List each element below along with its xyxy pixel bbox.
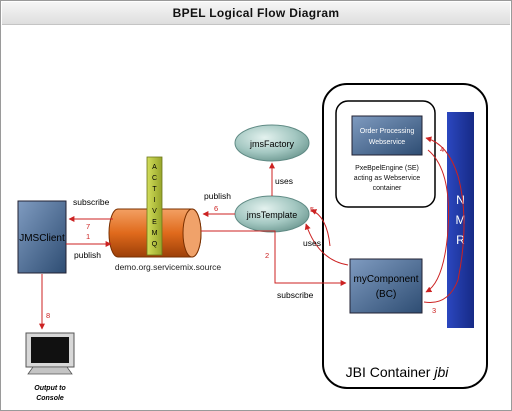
nmr-loop-arrow: [423, 136, 465, 304]
jms-factory-label: jmsFactory: [249, 139, 295, 149]
jms-template-label: jmsTemplate: [246, 210, 298, 220]
jms-client-label: JMSClient: [19, 233, 65, 244]
jms-factory-node: [234, 124, 310, 162]
output-label: Output to: [34, 385, 66, 392]
activemq-bar: [146, 156, 163, 256]
edge-label-subscribe-bottom: subscribe: [277, 290, 314, 300]
edge-label-uses-top: uses: [275, 176, 293, 186]
edge-label-uses-bottom: uses: [303, 238, 321, 248]
uses-arrow-bottom: [304, 223, 349, 266]
step-number: 7: [86, 222, 90, 231]
queue-label: demo.org.servicemix.source: [115, 262, 222, 272]
step-number: 4: [440, 145, 444, 154]
activemq-letter: M: [152, 230, 158, 237]
edge-label-publish: publish: [74, 250, 101, 260]
nmr-return-arrow: [425, 149, 450, 293]
activemq-letter: I: [154, 197, 156, 204]
order-processing-box: [351, 115, 423, 156]
pxe-caption: container: [373, 185, 402, 192]
activemq-letter: V: [152, 208, 157, 215]
step-number: 1: [86, 232, 90, 241]
activemq-letter: E: [152, 219, 157, 226]
activemq-letter: T: [152, 186, 157, 193]
step5-arrow: [310, 209, 331, 247]
diagram-title: BPEL Logical Flow Diagram: [2, 2, 510, 25]
order-processing-label: Webservice: [369, 139, 406, 146]
output-label: Console: [36, 395, 64, 402]
edge-label-subscribe: subscribe: [73, 197, 110, 207]
nmr-letter: N: [456, 193, 465, 207]
activemq-letter: C: [152, 175, 157, 182]
step-number: 6: [214, 204, 218, 213]
pxe-caption: PxeBpelEngine (SE): [355, 165, 419, 172]
my-component-label: myComponent: [353, 274, 418, 285]
queue-cylinder-end: [182, 208, 202, 258]
monitor-icon: [25, 332, 75, 375]
step-number: 5: [310, 205, 314, 214]
subscribe-arrow-bottom: [201, 230, 347, 286]
my-component-box: [349, 258, 423, 314]
step-number: 8: [46, 311, 50, 320]
order-processing-label: Order Processing: [360, 128, 415, 135]
nmr-letter: R: [456, 233, 465, 247]
step-number: 3: [432, 306, 436, 315]
activemq-letter: A: [152, 164, 157, 171]
edge-label-publish-mid: publish: [204, 191, 231, 201]
activemq-letter: Q: [152, 241, 158, 248]
step-number: 2: [265, 251, 269, 260]
my-component-label: (BC): [376, 289, 397, 300]
pxe-caption: acting as Webservice: [354, 175, 421, 182]
nmr-letter: M: [456, 213, 466, 227]
jms-client-box: [17, 200, 67, 274]
jbi-container-label: JBI Container jbi: [346, 364, 450, 380]
